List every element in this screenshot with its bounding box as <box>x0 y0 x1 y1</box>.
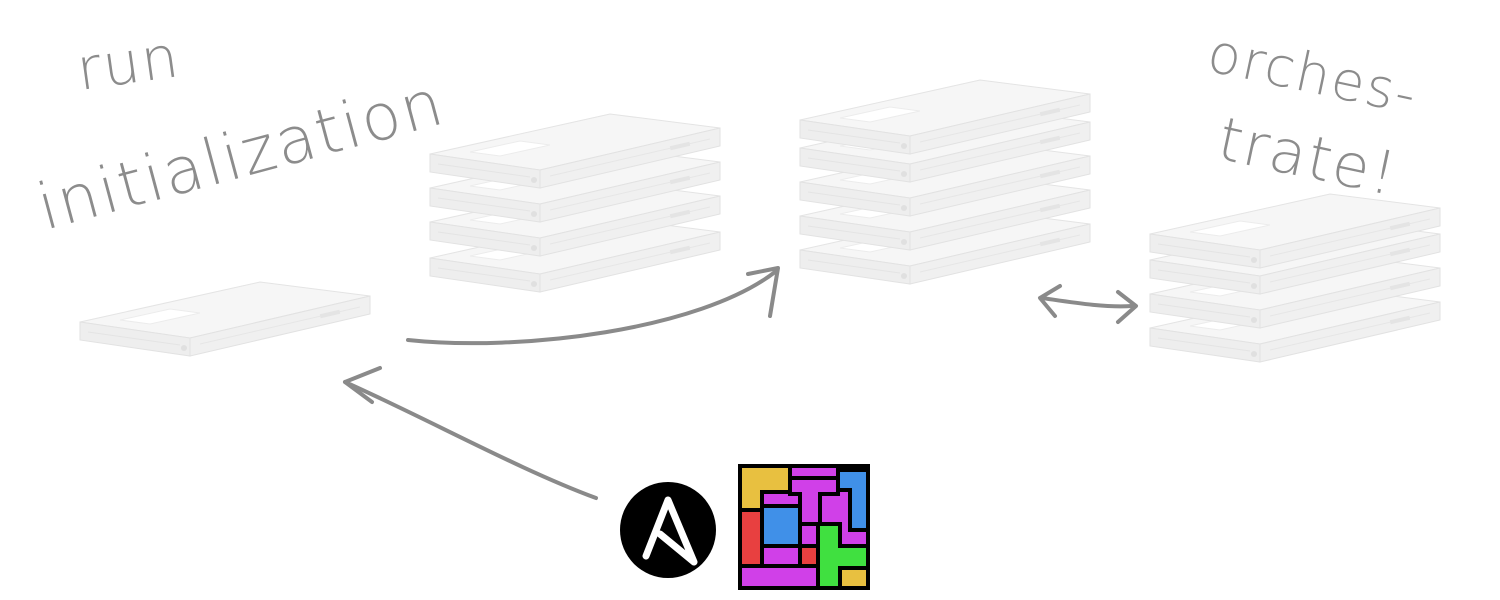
server-stack-three-right <box>1149 193 1441 363</box>
arrow-server-to-stack <box>406 270 777 346</box>
arrowhead-server-to-stack <box>746 266 780 318</box>
arrow-bidirectional <box>1040 296 1134 309</box>
arrow-logos-to-server <box>343 380 598 500</box>
arrowhead-bidirectional-left <box>1038 284 1062 318</box>
server-stack-three-left <box>429 113 721 293</box>
ansible-a-mark <box>642 496 698 566</box>
server-stack-four <box>799 79 1091 285</box>
arrows <box>343 266 1138 500</box>
run-label: run <box>72 22 184 104</box>
ansible-logo <box>620 482 716 578</box>
orchestrate-note: orches- trate! <box>1202 21 1423 210</box>
single-server <box>79 281 371 357</box>
mosaic-logo <box>738 464 870 590</box>
orchestrate-line2-label: trate! <box>1212 104 1404 210</box>
arrowhead-logos-to-server <box>343 366 382 404</box>
arrowhead-bidirectional-right <box>1116 290 1138 324</box>
run-initialization-note: run initialization <box>30 22 452 245</box>
